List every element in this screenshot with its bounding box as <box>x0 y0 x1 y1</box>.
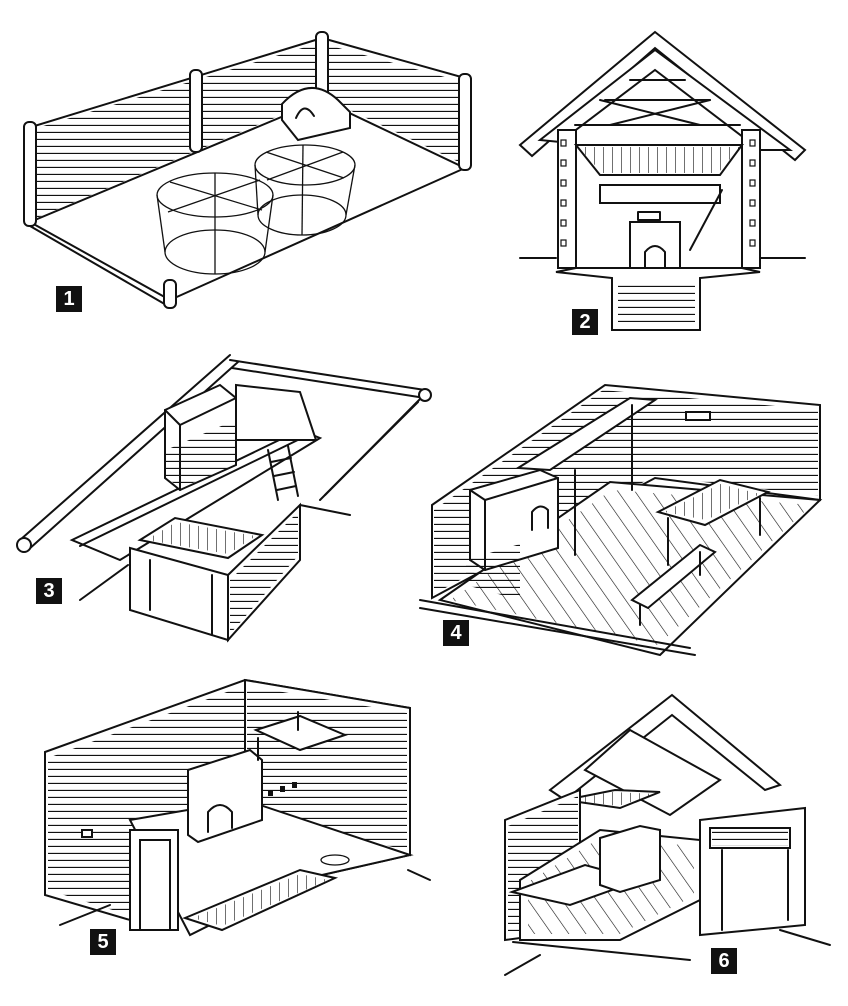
fence-post-middle <box>189 69 203 153</box>
stove-5 <box>187 748 263 844</box>
drawing-3 <box>16 354 432 643</box>
upper-bunk <box>253 714 348 752</box>
drawing-5 <box>44 678 431 937</box>
bench-4 <box>630 543 717 610</box>
oven-mound <box>281 86 351 142</box>
wall-right-section <box>741 129 761 269</box>
drawing-1 <box>23 31 472 309</box>
wall-left-section <box>557 129 577 269</box>
wall-vent <box>685 411 711 421</box>
fence-post-left <box>23 121 37 227</box>
loft-beam <box>599 184 721 204</box>
cylinder-frame-2 <box>254 144 356 236</box>
drawing-2 <box>518 30 807 331</box>
figure-number-5: 5 <box>90 929 116 955</box>
figure-number-4: 4 <box>443 620 469 646</box>
figure-number-6: 6 <box>711 948 737 974</box>
drawing-4 <box>419 383 823 657</box>
front-wall-3 <box>129 546 229 642</box>
small-vent <box>81 829 93 838</box>
figure-number-1: 1 <box>56 286 82 312</box>
roof-outer <box>518 30 807 162</box>
stove-6 <box>599 824 661 894</box>
drawing-6 <box>504 693 831 976</box>
fence-post-right <box>458 73 472 171</box>
figure-number-2: 2 <box>572 309 598 335</box>
back-wall-3 <box>235 383 318 441</box>
fence-post-front <box>163 279 177 309</box>
cylinder-frame-1 <box>156 172 274 275</box>
figure-number-3: 3 <box>36 578 62 604</box>
